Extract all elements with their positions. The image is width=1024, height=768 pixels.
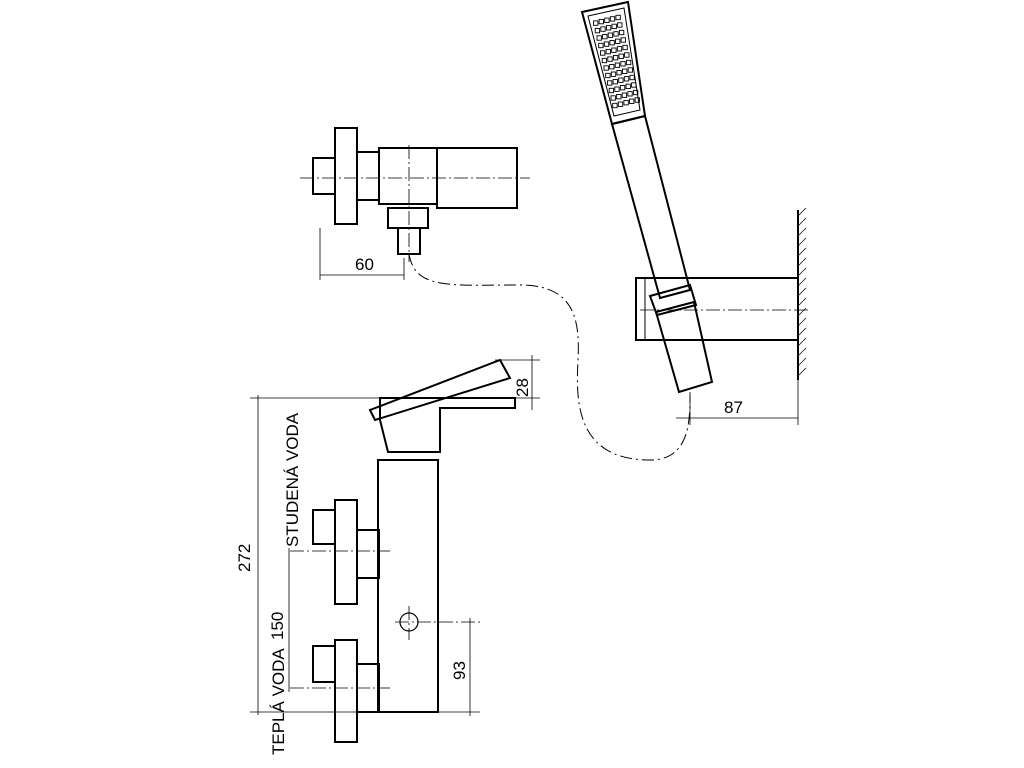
hatch-line <box>797 247 807 257</box>
nozzle <box>627 67 633 73</box>
nozzle <box>593 20 599 26</box>
dimension-60: 60 <box>355 255 374 274</box>
dimension-93: 93 <box>450 661 469 680</box>
hand-shower <box>580 0 692 300</box>
nozzle <box>609 64 615 70</box>
shower-holder: 87 <box>635 207 810 425</box>
nozzle <box>605 48 611 55</box>
nozzle <box>607 80 613 86</box>
nozzle <box>611 23 617 30</box>
nozzle <box>619 85 626 91</box>
nozzle <box>617 101 624 107</box>
nozzle <box>598 18 604 25</box>
nozzle <box>615 14 621 21</box>
hatch-line <box>797 267 807 277</box>
nozzle <box>613 31 619 37</box>
nozzle <box>607 32 614 38</box>
nozzle <box>605 72 611 79</box>
hatch-line <box>797 357 807 367</box>
nozzle <box>620 61 626 67</box>
nozzle <box>602 33 608 40</box>
hatch-line <box>797 337 807 347</box>
nozzle <box>622 68 628 74</box>
nozzle <box>618 77 624 83</box>
nozzle <box>631 82 637 88</box>
hatch-line <box>797 347 807 357</box>
hose-path <box>408 253 691 461</box>
nozzle <box>623 76 630 82</box>
nozzle-grid <box>593 14 640 109</box>
nozzle <box>634 97 640 103</box>
nozzle <box>609 40 615 46</box>
nozzle <box>622 44 628 51</box>
nozzle <box>612 55 619 61</box>
mixer-front-view: 28 272 150 93 STUDENÁ VODA TEPLÁ VODA <box>235 355 540 755</box>
nozzle <box>616 70 622 76</box>
nozzle <box>616 94 622 100</box>
nozzle <box>616 46 623 52</box>
dimension-28: 28 <box>513 378 532 397</box>
nozzle <box>594 27 601 34</box>
nozzle <box>611 47 617 53</box>
hatch-line <box>797 227 807 237</box>
nozzle <box>609 16 616 22</box>
nozzle <box>596 35 602 41</box>
dimension-87: 87 <box>724 398 743 417</box>
nozzle <box>625 83 631 89</box>
nozzle <box>601 57 608 64</box>
hatch-line <box>797 287 807 297</box>
nozzle <box>618 53 624 59</box>
nozzle <box>620 37 626 43</box>
nozzle <box>625 59 632 66</box>
nozzle <box>612 102 618 109</box>
nozzle <box>632 89 639 96</box>
nozzle <box>617 22 623 28</box>
wall-hatch <box>797 207 807 377</box>
nozzle <box>600 26 606 32</box>
nozzle <box>598 42 604 49</box>
nozzle <box>614 86 620 92</box>
hatch-line <box>797 237 807 247</box>
hatch-line <box>797 207 807 217</box>
hatch-line <box>797 307 807 317</box>
nozzle <box>627 91 633 97</box>
nozzle <box>610 71 617 77</box>
nozzle <box>615 38 621 44</box>
nozzle <box>621 92 628 98</box>
nozzle <box>610 95 616 101</box>
nozzle <box>603 41 610 47</box>
nozzle <box>624 52 630 58</box>
nozzle <box>612 79 618 85</box>
hatch-line <box>797 217 807 227</box>
nozzle <box>614 62 621 68</box>
warm-water-label: TEPLÁ VODA <box>269 648 288 755</box>
cold-water-label: STUDENÁ VODA <box>283 412 302 547</box>
nozzle <box>607 56 613 62</box>
hatch-line <box>797 257 807 267</box>
nozzle <box>605 25 612 31</box>
nozzle <box>600 50 606 56</box>
nozzle <box>623 100 629 106</box>
hatch-line <box>797 367 807 377</box>
nozzle <box>604 17 610 23</box>
hatch-line <box>797 317 807 327</box>
dimension-150: 150 <box>268 612 287 640</box>
hatch-line <box>797 297 807 307</box>
nozzle <box>629 74 635 81</box>
nozzle <box>629 98 635 104</box>
mixer-top-view: 60 <box>300 127 530 280</box>
nozzle <box>603 65 609 71</box>
hatch-line <box>797 277 807 287</box>
dimension-272: 272 <box>235 544 254 572</box>
nozzle <box>608 87 615 94</box>
hatch-line <box>797 327 807 337</box>
nozzle <box>618 29 625 36</box>
